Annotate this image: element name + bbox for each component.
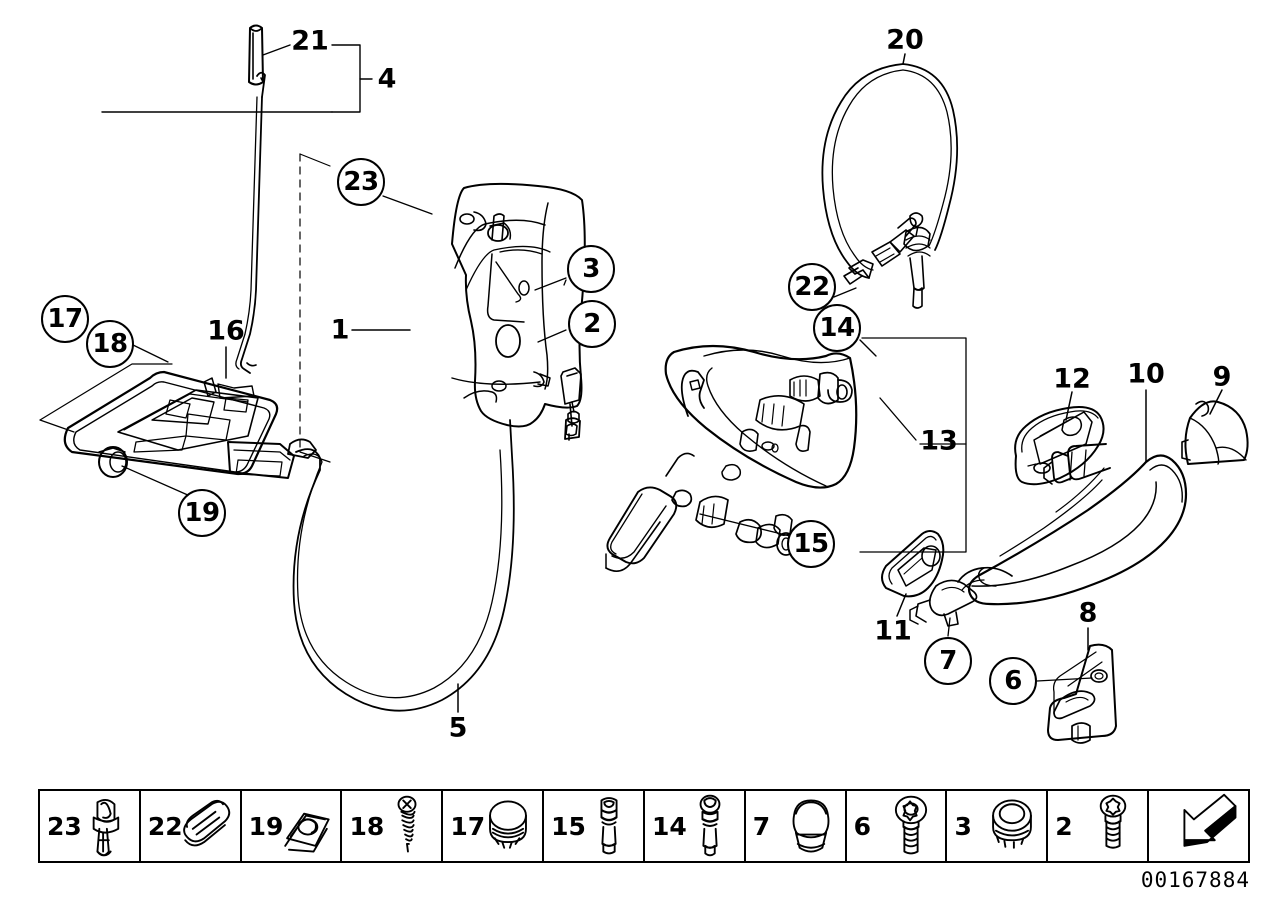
legend-number: 14 (651, 811, 687, 841)
part-9-handle-end-cap (1181, 400, 1249, 465)
callout-10-outer-door-handle: 10 (1127, 358, 1165, 390)
direction-arrow-icon (1178, 791, 1240, 861)
callout-12-handle-gasket: 12 (1053, 363, 1091, 395)
hex-socket-bolt-icon (578, 791, 640, 861)
legend-cell-14: 14 (645, 791, 746, 861)
callout-22-cable-grommet: 22 (788, 263, 836, 311)
part-12-handle-gasket (1014, 406, 1105, 486)
callout-23-expanding-rivet: 23 (337, 158, 385, 206)
callout-number: 22 (794, 272, 830, 302)
legend-cell-6: 6 (847, 791, 948, 861)
callout-number: 19 (184, 498, 220, 528)
callout-number: 17 (47, 304, 83, 334)
collar-nut-icon (981, 791, 1043, 861)
callout-number: 2 (583, 309, 601, 339)
legend-number: 2 (1055, 811, 1073, 841)
callout-number: 14 (819, 313, 855, 343)
callout-number: 23 (343, 167, 379, 197)
callout-2-torx-screw: 2 (568, 300, 616, 348)
callout-19-clip-nut: 19 (178, 489, 226, 537)
callout-15-hex-socket-bolt: 15 (787, 520, 835, 568)
cap-nut-icon (477, 791, 539, 861)
callout-number: 7 (939, 646, 957, 676)
legend-cell-18: 18 (342, 791, 444, 861)
part-20-bowden-cable-outer (821, 63, 959, 309)
callout-8-handle-bracket: 8 (1078, 597, 1098, 629)
oval-grommet-icon (175, 791, 237, 861)
self-tapping-screw-icon (376, 791, 438, 861)
legend-cell-23: 23 (40, 791, 141, 861)
part-21-rod-knob (248, 24, 264, 86)
legend-cell-7: 7 (746, 791, 847, 861)
callout-4-rod-assembly-bracket: 4 (377, 63, 397, 95)
legend-cell-17: 17 (443, 791, 545, 861)
legend-number: 17 (450, 811, 486, 841)
callout-5-bowden-cable-inner-handle: 5 (448, 712, 468, 744)
legend-number: 23 (47, 811, 82, 841)
callout-16-inner-door-handle: 16 (207, 315, 245, 347)
callout-number: 18 (92, 329, 128, 359)
legend-cell-19: 19 (242, 791, 343, 861)
part-13-handle-carrier (605, 344, 858, 572)
callout-18-self-tapping-screw: 18 (86, 320, 134, 368)
part-8-handle-bracket (1047, 643, 1117, 744)
legend-cell-15: 15 (544, 791, 645, 861)
legend-number: 22 (147, 811, 183, 841)
legend-cell-22: 22 (141, 791, 242, 861)
diagram-id-number: 00167884 (1140, 868, 1250, 892)
callout-20-bowden-cable: 20 (886, 24, 924, 56)
legend-number: 3 (954, 811, 972, 841)
clip-nut-icon (275, 791, 337, 861)
callout-9-handle-end-cap: 9 (1212, 361, 1232, 393)
legend-number: 18 (349, 811, 385, 841)
legend-cell-2: 2 (1048, 791, 1150, 861)
torx-screw-icon (1082, 791, 1144, 861)
legend-cell-direction-arrow (1149, 791, 1248, 861)
callout-number: 6 (1004, 666, 1022, 696)
callout-21-lock-rod-knob: 21 (291, 25, 329, 57)
shoulder-bolt-icon (679, 791, 741, 861)
part-7-handle-linkage (909, 566, 1013, 627)
callout-1-door-lock-actuator: 1 (330, 314, 350, 346)
part-11-lock-cylinder-cover (881, 530, 945, 598)
legend-number: 19 (248, 811, 284, 841)
legend-number: 7 (752, 811, 771, 841)
callout-6-torx-bolt: 6 (989, 657, 1037, 705)
part-1-door-lock-actuator (451, 182, 586, 428)
legend-number: 6 (853, 811, 872, 841)
callout-11-lock-cylinder-cover: 11 (874, 615, 912, 647)
legend-number: 15 (551, 811, 586, 841)
callout-number: 3 (582, 254, 600, 284)
expanding-nut-icon (780, 791, 842, 861)
callout-3-lock-collar-nut: 3 (567, 245, 615, 293)
callout-13-handle-carrier: 13 (920, 425, 958, 457)
expanding-rivet-icon (74, 791, 136, 861)
torx-bolt-icon (880, 791, 942, 861)
part-10-outer-door-handle (967, 443, 1188, 606)
callout-7-expanding-nut: 7 (924, 637, 972, 685)
part-5-bowden-cable (287, 401, 581, 712)
callout-17-cap-nut: 17 (41, 295, 89, 343)
hardware-legend-strip: 23 22 19 18 17 15 14 7 6 3 2 (38, 789, 1250, 863)
part-4-lock-rod (235, 71, 266, 374)
legend-cell-3: 3 (947, 791, 1049, 861)
callout-number: 15 (793, 529, 829, 559)
part-16-inner-door-handle (63, 370, 295, 479)
callout-14-shoulder-bolt: 14 (813, 304, 861, 352)
